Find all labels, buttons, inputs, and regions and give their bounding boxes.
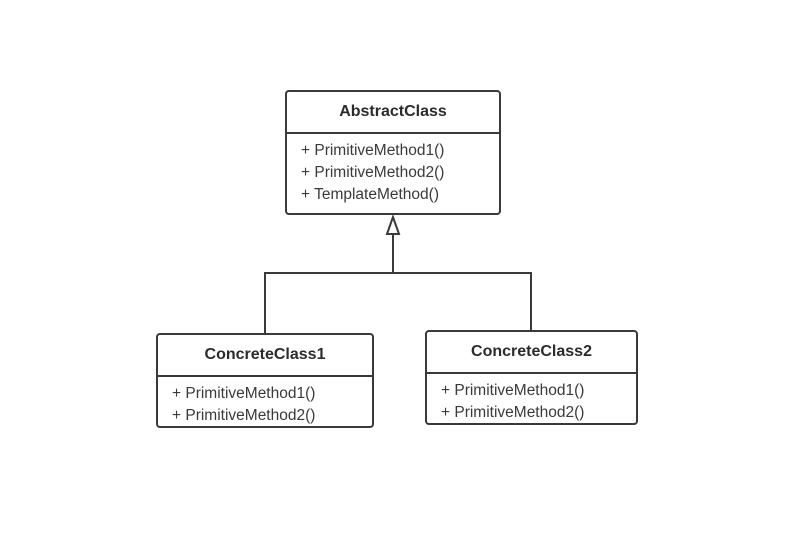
method-primitive-1: + PrimitiveMethod1(): [301, 142, 445, 159]
concrete-class-2-box: ConcreteClass2 + PrimitiveMethod1() + Pr…: [425, 330, 638, 425]
method-primitive-1: + PrimitiveMethod1(): [441, 382, 585, 399]
generalization-arrowhead-icon: [385, 213, 401, 235]
abstract-class-box: AbstractClass + PrimitiveMethod1() + Pri…: [285, 90, 501, 215]
method-template: + TemplateMethod(): [301, 186, 439, 203]
abstract-class-name: AbstractClass: [287, 92, 499, 134]
concrete-class-1-methods: + PrimitiveMethod1() + PrimitiveMethod2(…: [158, 377, 372, 431]
concrete-class-2-methods: + PrimitiveMethod1() + PrimitiveMethod2(…: [427, 374, 636, 428]
method-primitive-2: + PrimitiveMethod2(): [172, 407, 316, 424]
method-primitive-2: + PrimitiveMethod2(): [441, 404, 585, 421]
method-primitive-2: + PrimitiveMethod2(): [301, 164, 445, 181]
concrete-class-2-name: ConcreteClass2: [427, 332, 636, 374]
method-primitive-1: + PrimitiveMethod1(): [172, 385, 316, 402]
concrete-class-1-name: ConcreteClass1: [158, 335, 372, 377]
abstract-class-methods: + PrimitiveMethod1() + PrimitiveMethod2(…: [287, 134, 499, 210]
concrete-class-1-box: ConcreteClass1 + PrimitiveMethod1() + Pr…: [156, 333, 374, 428]
